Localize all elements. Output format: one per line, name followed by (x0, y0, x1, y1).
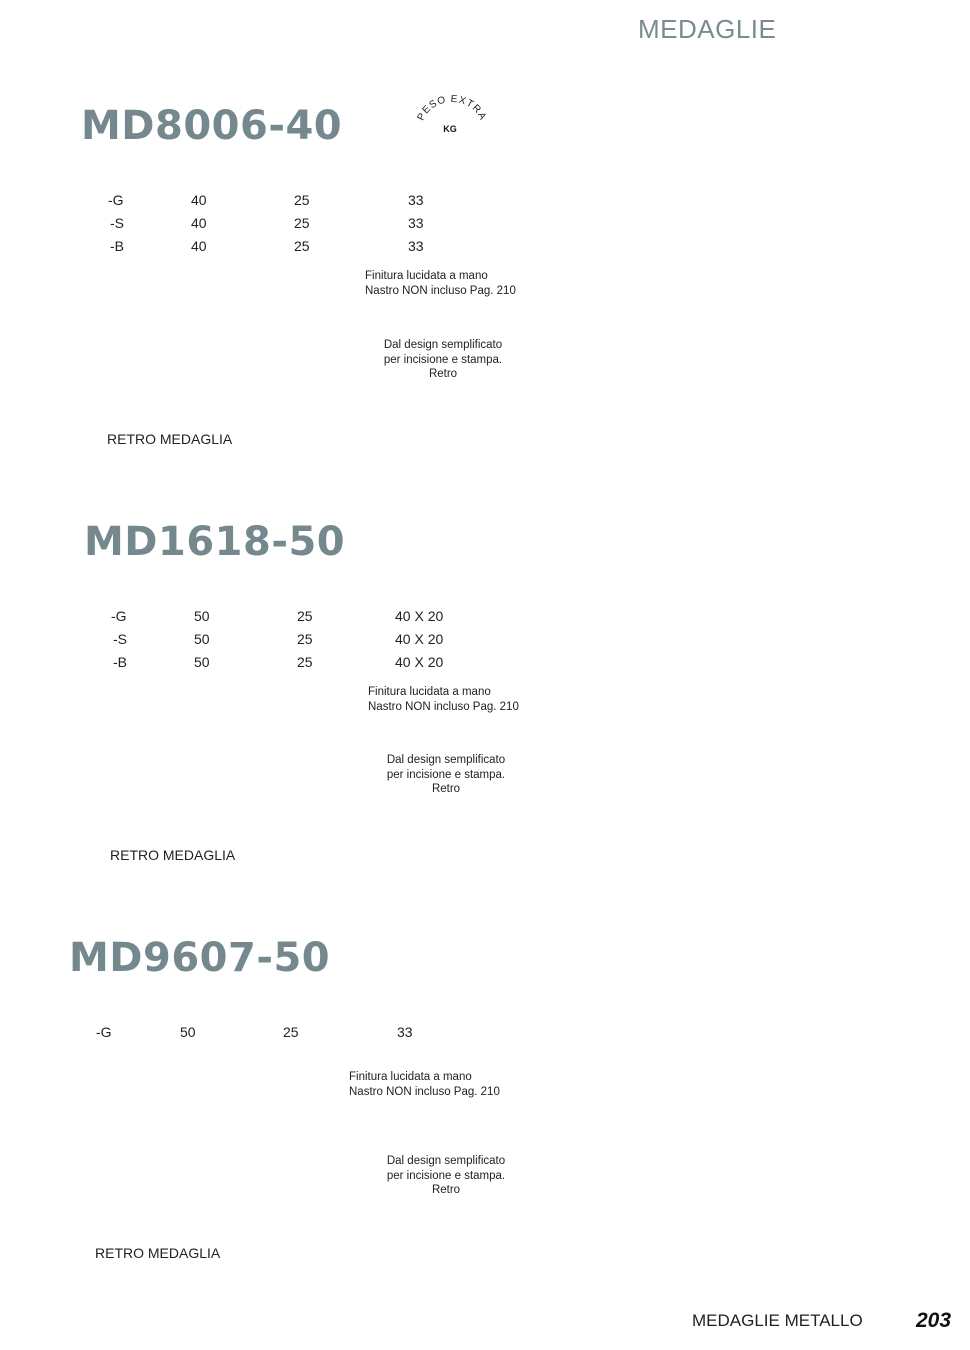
diameter: 50 (180, 1024, 196, 1040)
quantity: 25 (297, 608, 313, 624)
ribbon-line: Nastro NON incluso Pag. 210 (349, 1085, 500, 1098)
quantity: 25 (294, 192, 310, 208)
weight: 33 (408, 238, 424, 254)
finish-note: Finitura lucidata a mano Nastro NON incl… (365, 269, 516, 298)
design-line: Retro (431, 1184, 461, 1196)
variant-code: -S (113, 631, 127, 647)
weight: 33 (397, 1024, 413, 1040)
design-line: per incisione e stampa. (383, 353, 503, 366)
product-code: MD8006-40 (81, 103, 343, 149)
design-line: Dal design semplificato (386, 754, 506, 766)
variant-code: -G (108, 192, 124, 208)
weight: 33 (408, 215, 424, 231)
weight: 40 X 20 (395, 631, 444, 647)
diameter: 50 (194, 608, 210, 624)
diameter: 40 (191, 192, 207, 208)
design-line: Retro (431, 783, 461, 795)
variant-code: -G (96, 1024, 112, 1040)
weight: 40 X 20 (395, 654, 444, 670)
design-note: Dal design semplificato per incisione e … (373, 338, 513, 382)
design-line: Retro (428, 368, 458, 380)
weight: 40 X 20 (395, 608, 444, 624)
design-line: Dal design semplificato (386, 1155, 506, 1167)
finish-note: Finitura lucidata a mano Nastro NON incl… (349, 1070, 500, 1099)
footer-label: MEDAGLIE METALLO (692, 1311, 863, 1330)
diameter: 40 (191, 238, 207, 254)
quantity: 25 (294, 238, 310, 254)
diameter: 40 (191, 215, 207, 231)
diameter: 50 (194, 631, 210, 647)
quantity: 25 (297, 631, 313, 647)
ribbon-line: Nastro NON incluso Pag. 210 (368, 700, 519, 713)
retro-label: RETRO MEDAGLIA (107, 431, 233, 447)
product-code: MD9607-50 (69, 935, 331, 981)
retro-label: RETRO MEDAGLIA (110, 847, 236, 863)
design-note: Dal design semplificato per incisione e … (376, 1154, 516, 1198)
ribbon-line: Nastro NON incluso Pag. 210 (365, 284, 516, 297)
finish-note: Finitura lucidata a mano Nastro NON incl… (368, 685, 519, 714)
finish-line: Finitura lucidata a mano (349, 1071, 472, 1083)
design-line: per incisione e stampa. (386, 768, 506, 781)
diameter: 50 (194, 654, 210, 670)
page-number: 203 (916, 1309, 952, 1332)
product-code: MD1618-50 (84, 519, 346, 565)
svg-text:PESO EXTRA: PESO EXTRA (416, 94, 489, 123)
finish-line: Finitura lucidata a mano (368, 686, 491, 698)
section-header: MEDAGLIE (638, 14, 777, 44)
badge-arc-text: PESO EXTRA (416, 94, 488, 123)
variant-code: -G (111, 608, 127, 624)
quantity: 25 (294, 215, 310, 231)
variant-code: -B (113, 654, 127, 670)
quantity: 25 (297, 654, 313, 670)
extra-weight-badge: PESO EXTRA KG (416, 94, 489, 134)
badge-unit: KG (443, 124, 457, 134)
weight: 33 (408, 192, 424, 208)
variant-code: -S (110, 215, 124, 231)
retro-label: RETRO MEDAGLIA (95, 1245, 221, 1261)
design-line: per incisione e stampa. (386, 1169, 506, 1182)
variant-code: -B (110, 238, 124, 254)
design-line: Dal design semplificato (383, 339, 503, 351)
quantity: 25 (283, 1024, 299, 1040)
finish-line: Finitura lucidata a mano (365, 270, 488, 282)
design-note: Dal design semplificato per incisione e … (376, 753, 516, 797)
